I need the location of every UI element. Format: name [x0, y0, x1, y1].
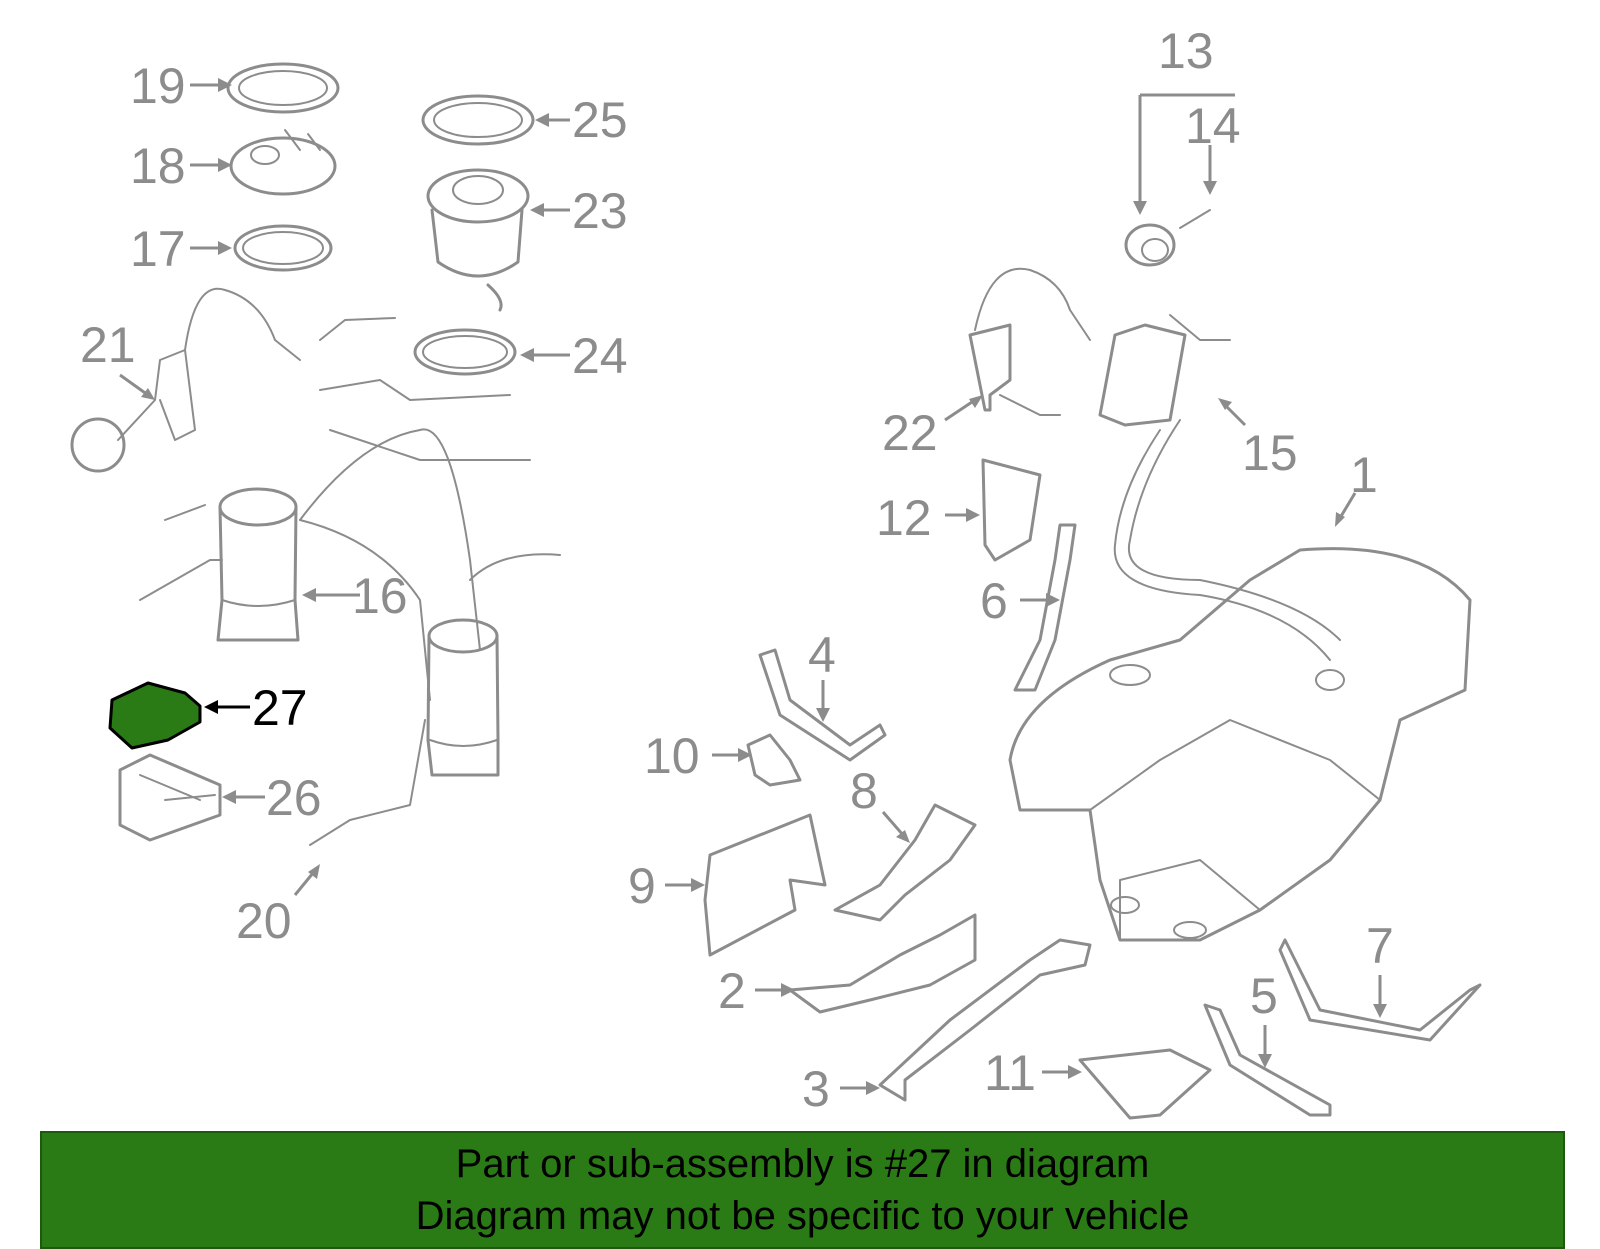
- banner-line-2: Diagram may not be specific to your vehi…: [415, 1194, 1190, 1238]
- part-17-seal: [233, 224, 333, 272]
- callout-11: 11: [984, 1045, 1036, 1101]
- callout-18: 18: [130, 138, 186, 194]
- part-1-fuel-tank: [1008, 547, 1472, 942]
- part-24-seal: [413, 328, 517, 376]
- part-8-shield: [833, 803, 977, 922]
- part-27-highlighted[interactable]: [108, 681, 202, 750]
- part-9-shield: [703, 813, 827, 957]
- banner-line-1: Part or sub-assembly is #27 in diagram: [455, 1142, 1150, 1186]
- callout-19: 19: [130, 58, 186, 114]
- part-13-filler-cap: [1124, 209, 1211, 267]
- callout-27[interactable]: 27: [252, 680, 308, 736]
- callout-2: 2: [718, 963, 746, 1019]
- part-11-shield: [1078, 1048, 1212, 1120]
- part-7-strap: [1278, 938, 1482, 1042]
- callout-17: 17: [130, 221, 186, 277]
- part-22-level-sender: [968, 267, 1091, 416]
- part-23-pump-module: [426, 168, 530, 312]
- part-10-bracket: [746, 733, 802, 787]
- part-18-flange: [229, 129, 337, 196]
- callout-12: 12: [876, 490, 932, 546]
- callout-20: 20: [236, 893, 292, 949]
- callout-10: 10: [644, 728, 700, 784]
- part-15-filler-neck: [1098, 314, 1341, 661]
- callout-22: 22: [882, 405, 938, 461]
- part-5-strap: [1203, 1003, 1332, 1117]
- part-20-pump-assembly: [309, 553, 561, 846]
- callout-24: 24: [572, 328, 628, 384]
- callout-8: 8: [850, 763, 878, 819]
- part-16-pump-assembly: [139, 317, 531, 701]
- callout-23: 23: [572, 183, 628, 239]
- part-26-control-module: [118, 753, 222, 842]
- callout-16: 16: [352, 568, 408, 624]
- callout-labels: 19 18 17 25 23 24 21 16 20 26 27 1 13 14…: [80, 23, 1394, 1117]
- part-25-lock-ring: [421, 94, 535, 146]
- callout-5: 5: [1250, 968, 1278, 1024]
- leader-lines: [119, 78, 1387, 1095]
- callout-21: 21: [80, 317, 136, 373]
- part-3-strap: [878, 938, 1092, 1102]
- part-12-heat-shield: [981, 458, 1042, 562]
- callout-15: 15: [1242, 425, 1298, 481]
- callout-9: 9: [628, 858, 656, 914]
- callout-6: 6: [980, 573, 1008, 629]
- part-4-strap: [758, 648, 887, 762]
- callout-25: 25: [572, 92, 628, 148]
- info-banner: Part or sub-assembly is #27 in diagram D…: [40, 1131, 1565, 1249]
- callout-4: 4: [808, 627, 836, 683]
- part-19-lock-ring: [226, 62, 340, 114]
- callout-1: 1: [1350, 447, 1378, 503]
- callout-3: 3: [802, 1061, 830, 1117]
- callout-26: 26: [266, 770, 322, 826]
- part-6-strap: [1013, 523, 1077, 692]
- callout-13: 13: [1158, 23, 1214, 79]
- callout-7: 7: [1366, 918, 1394, 974]
- part-2-bracket: [788, 913, 977, 1014]
- callout-14: 14: [1185, 98, 1241, 154]
